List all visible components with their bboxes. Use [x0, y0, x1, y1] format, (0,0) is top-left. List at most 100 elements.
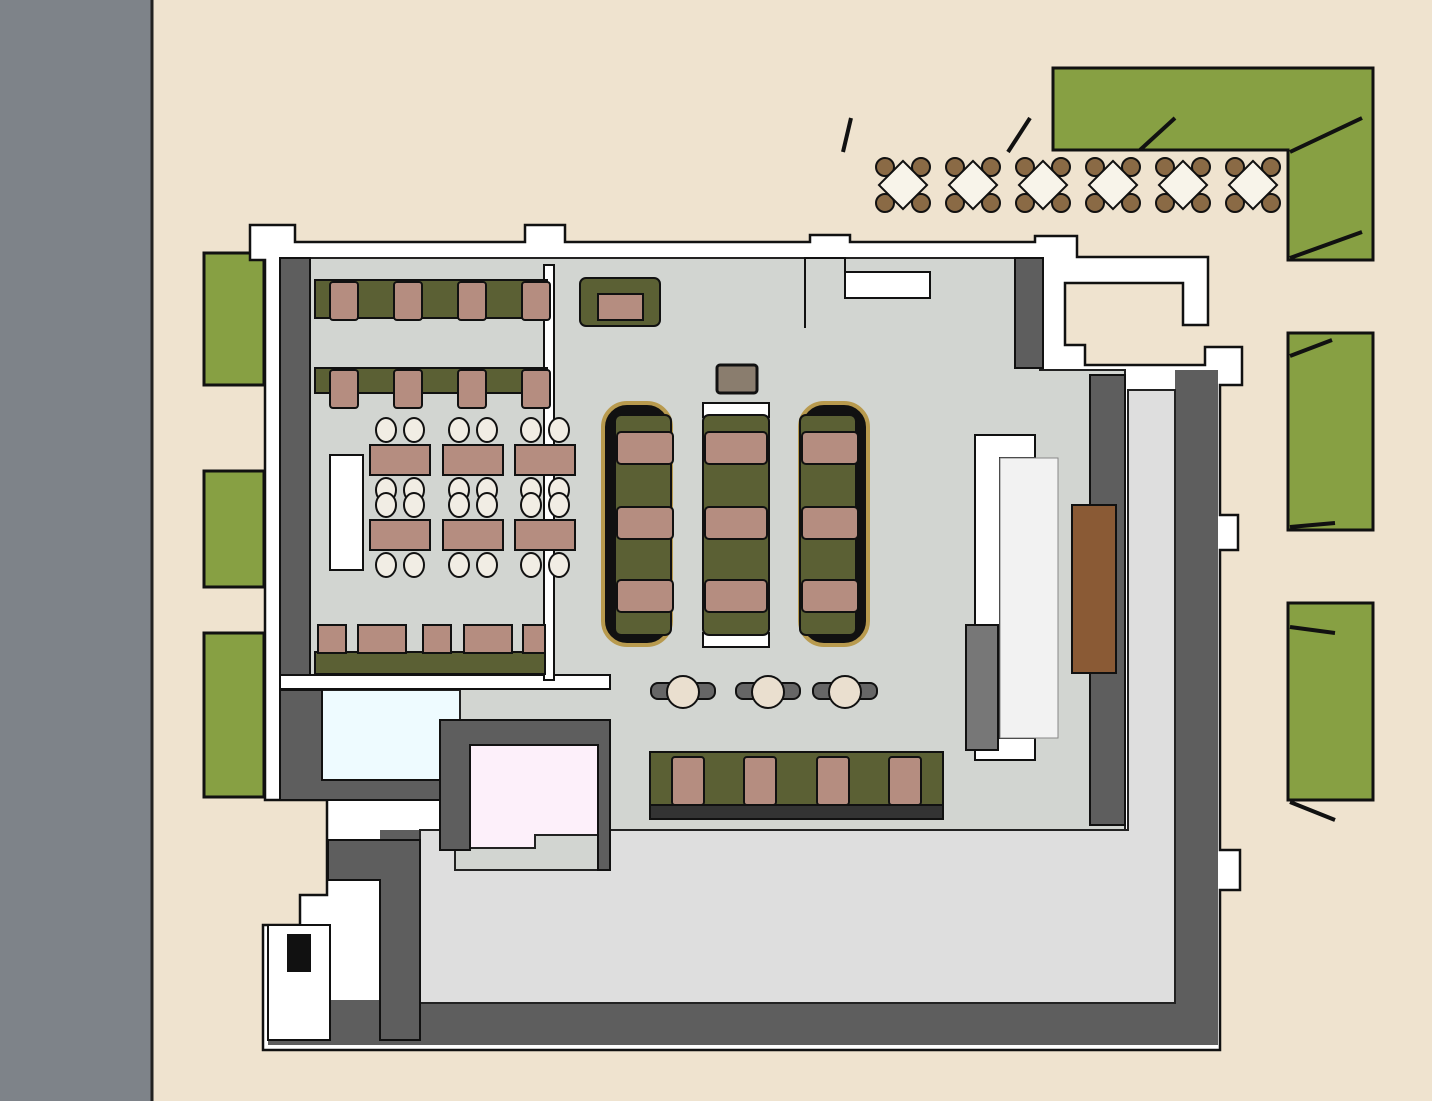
chair [548, 492, 570, 518]
round-table [828, 675, 862, 709]
four-top-table [442, 492, 504, 578]
patio-table [877, 159, 929, 211]
patio-chair [945, 157, 965, 177]
pink-room [469, 744, 599, 849]
planter-left-2 [202, 469, 266, 589]
patio-chair [945, 193, 965, 213]
street [0, 0, 152, 1101]
booth-table [329, 281, 359, 321]
chair [520, 492, 542, 518]
center-booth-row [601, 401, 674, 647]
center-booth-row [798, 401, 870, 647]
chair [448, 417, 470, 443]
chair [375, 417, 397, 443]
patio-table [1157, 159, 1209, 211]
planter-right-1 [1286, 331, 1375, 532]
chair [548, 552, 570, 578]
table [369, 519, 431, 551]
patio-chair [1261, 193, 1281, 213]
chair [403, 417, 425, 443]
booth-table [888, 756, 922, 806]
patio-chair [981, 193, 1001, 213]
booth-table [801, 579, 859, 613]
booth-table [522, 624, 546, 654]
patio-table-set [1155, 157, 1211, 213]
booth-table [671, 756, 705, 806]
booth-table [704, 579, 768, 613]
planter-stakes [841, 116, 1363, 822]
patio-chair [1225, 193, 1245, 213]
center-booth-row [702, 402, 770, 648]
booth-table [616, 431, 674, 465]
booth-table [457, 369, 487, 409]
chair [476, 552, 498, 578]
furniture [314, 277, 999, 820]
patio-chair [875, 193, 895, 213]
chair [520, 552, 542, 578]
service-station [329, 454, 364, 571]
patio-chair [1155, 193, 1175, 213]
patio-table [1017, 159, 1069, 211]
booth-table [521, 369, 551, 409]
patio-table-set [1085, 157, 1141, 213]
patio-chair [911, 157, 931, 177]
bar-floor [999, 457, 1059, 739]
planters [202, 66, 1375, 802]
bar-stools [965, 624, 999, 751]
patio-chair [1191, 157, 1211, 177]
patio-table [1087, 159, 1139, 211]
patio-chair [1085, 157, 1105, 177]
chair [476, 417, 498, 443]
patio-chair [1121, 157, 1141, 177]
round-table-set [650, 675, 716, 709]
patio-chair [1155, 157, 1175, 177]
round-table-set [812, 675, 878, 709]
chair [375, 552, 397, 578]
planter-left-1 [202, 251, 266, 387]
booth-table [393, 369, 423, 409]
patio-table-set [1225, 157, 1281, 213]
round-table [666, 675, 700, 709]
planter-left-3 [202, 631, 266, 799]
booth-table [521, 281, 551, 321]
patio-tables [875, 157, 1281, 213]
booth-table [704, 506, 768, 540]
booth-table [816, 756, 850, 806]
booth-table [597, 293, 644, 321]
patio-chair [1015, 193, 1035, 213]
chair [548, 417, 570, 443]
booth-table [616, 506, 674, 540]
patio-table-set [875, 157, 931, 213]
patio-chair [875, 157, 895, 177]
table [442, 444, 504, 476]
patio-chair [1191, 193, 1211, 213]
patio-chair [1051, 193, 1071, 213]
booth-table [463, 624, 513, 654]
table [514, 444, 576, 476]
patio-chair [1225, 157, 1245, 177]
patio-table-set [1015, 157, 1071, 213]
round-table-set [735, 675, 801, 709]
booth-table [704, 431, 768, 465]
patio-table [947, 159, 999, 211]
patio-chair [1261, 157, 1281, 177]
chair [403, 552, 425, 578]
table [442, 519, 504, 551]
booth-table [457, 281, 487, 321]
banquette [314, 651, 546, 675]
patio-chair [1121, 193, 1141, 213]
chair [375, 492, 397, 518]
chair [520, 417, 542, 443]
four-top-table [369, 492, 431, 578]
patio-table [1227, 159, 1279, 211]
patio-chair [981, 157, 1001, 177]
host-stand [715, 363, 759, 395]
chair [476, 492, 498, 518]
back-bar-shelving [1071, 504, 1117, 674]
table [514, 519, 576, 551]
booth-table [317, 624, 347, 654]
booth-table [743, 756, 777, 806]
booth-table [357, 624, 407, 654]
patio-chair [1051, 157, 1071, 177]
